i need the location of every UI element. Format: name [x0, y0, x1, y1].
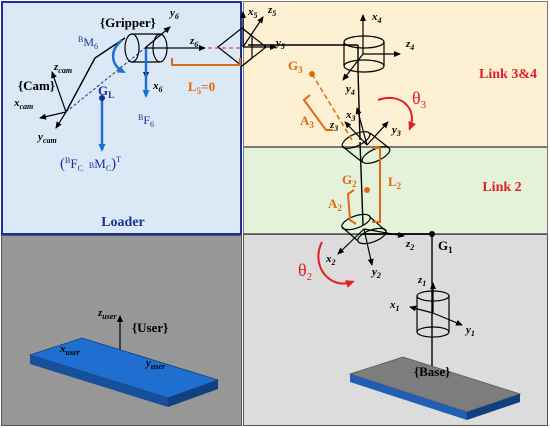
l5-dimension	[171, 58, 241, 66]
cam-frame-label: {Cam}	[18, 78, 55, 93]
link34-label: Link 3&4	[479, 67, 537, 82]
l2-dimension	[372, 147, 381, 223]
g2-point	[364, 187, 370, 193]
svg-text:x4: x4	[371, 11, 382, 25]
link2-label: Link 2	[482, 180, 521, 195]
svg-text:x5: x5	[247, 6, 258, 20]
a3-bracket	[302, 94, 333, 131]
g2-label: G2	[342, 172, 357, 189]
svg-text:zcam: zcam	[53, 61, 72, 75]
svg-text:x3: x3	[345, 109, 356, 123]
a2-label: A2	[328, 196, 342, 213]
base-frame-label: {Base}	[414, 364, 450, 379]
g1-point	[429, 231, 435, 237]
a3-label: A3	[300, 113, 314, 130]
loader-label: Loader	[101, 215, 145, 230]
link3-centerline	[311, 73, 353, 141]
svg-text:z6: z6	[189, 35, 198, 49]
robot-links	[65, 37, 433, 380]
base-plate	[348, 356, 522, 420]
svg-text:y4: y4	[344, 83, 355, 97]
g1-label: G1	[438, 238, 453, 255]
user-plate	[28, 337, 220, 407]
joint3-cylinder	[341, 131, 391, 164]
svg-text:y6: y6	[168, 7, 179, 21]
svg-text:z4: z4	[405, 38, 414, 52]
g3-point	[309, 71, 315, 77]
theta2-arrow	[317, 241, 355, 288]
l5-label: L5=0	[188, 79, 215, 96]
theta2-label: θ2	[298, 260, 312, 283]
joint2-cylinder	[341, 213, 387, 245]
m6-moment-arrow	[112, 39, 126, 74]
user-frame-label: {User}	[132, 320, 168, 335]
svg-text:y3: y3	[390, 124, 401, 138]
svg-text:yuser: yuser	[144, 357, 166, 371]
a2-bracket	[346, 189, 357, 225]
svg-text:xcam: xcam	[13, 97, 33, 111]
svg-text:x6: x6	[152, 80, 163, 94]
gl-label: GL	[98, 83, 114, 100]
theta3-arrow	[377, 97, 416, 131]
gripper-frame-label: {Gripper}	[100, 15, 156, 30]
m6-label: BM6	[78, 35, 98, 51]
svg-text:y1: y1	[464, 324, 475, 338]
svg-text:y5: y5	[274, 37, 285, 51]
svg-text:y2: y2	[370, 266, 381, 280]
svg-text:z3: z3	[329, 119, 338, 133]
svg-text:z2: z2	[405, 238, 414, 252]
cam-gripper-link	[65, 47, 146, 113]
svg-text:x2: x2	[325, 253, 336, 267]
svg-text:z1: z1	[417, 274, 426, 288]
svg-text:x1: x1	[389, 299, 400, 313]
svg-text:z5: z5	[267, 4, 276, 18]
svg-text:xuser: xuser	[59, 343, 81, 357]
theta3-label: θ3	[412, 88, 427, 111]
axis-labels: x5 z5 y5 y6 z6 x6 zcam xcam ycam x4 z4 y…	[13, 4, 475, 371]
g3-label: G3	[288, 58, 303, 75]
svg-text:ycam: ycam	[36, 131, 57, 145]
link34-panel	[243, 1, 548, 147]
joint4-cylinder	[343, 35, 385, 73]
l2-label: L2	[388, 174, 402, 191]
gl-point	[99, 95, 105, 101]
f6-label: BF6	[138, 113, 154, 129]
svg-text:zuser: zuser	[97, 307, 117, 321]
